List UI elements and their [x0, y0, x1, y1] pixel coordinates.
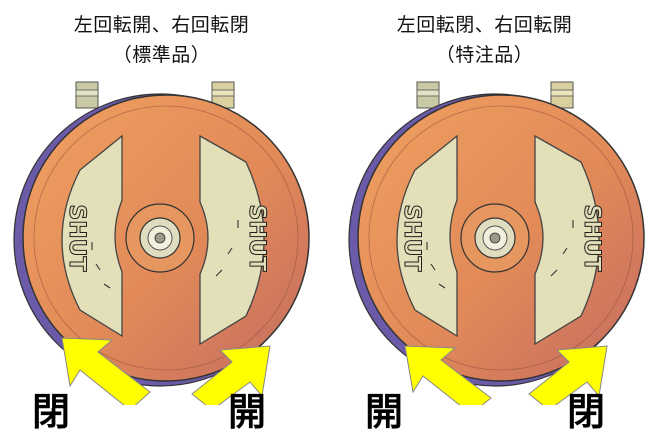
shut-text-left: SHUT: [64, 204, 89, 271]
shut-text-right: SHUT: [579, 204, 604, 271]
arrow-right-icon: [191, 345, 271, 405]
panel-title-line2: （標準品）: [112, 44, 211, 66]
panel-title-line2: （特注品）: [435, 44, 534, 66]
stem-center-icon: [154, 232, 166, 244]
bolt-right: [550, 81, 574, 109]
label-right-direction: 開: [228, 390, 267, 434]
shut-text-left: SHUT: [399, 204, 424, 271]
stem-center-icon: [489, 232, 501, 244]
shut-text-right: SHUT: [244, 204, 269, 271]
bolt-left: [75, 81, 99, 109]
arrow-left-icon: [404, 345, 492, 405]
label-left-direction: 閉: [32, 390, 71, 434]
panel-title-line1: 左回転閉、右回転開: [396, 14, 573, 36]
bolt-left: [416, 81, 440, 109]
plate-tick-marks: [426, 220, 574, 289]
right-position-plate: [199, 134, 265, 346]
label-left-direction: 開: [365, 390, 404, 434]
panel-standard: 左回転開、右回転閉 （標準品）: [13, 14, 310, 434]
arrow-right-icon: [528, 345, 608, 405]
panel-title-line1: 左回転開、右回転閉: [73, 14, 250, 36]
panel-custom: 左回転閉、右回転開 （特注品） SHUT SHUT: [323, 0, 646, 441]
valve-diagram: SHUT SHUT: [348, 81, 645, 405]
arrow-left-icon: [61, 337, 151, 405]
valve-diagram: SHUT SHUT: [13, 81, 310, 405]
label-right-direction: 閉: [567, 390, 606, 434]
plate-tick-marks: [91, 220, 239, 289]
right-position-plate: [534, 134, 600, 346]
